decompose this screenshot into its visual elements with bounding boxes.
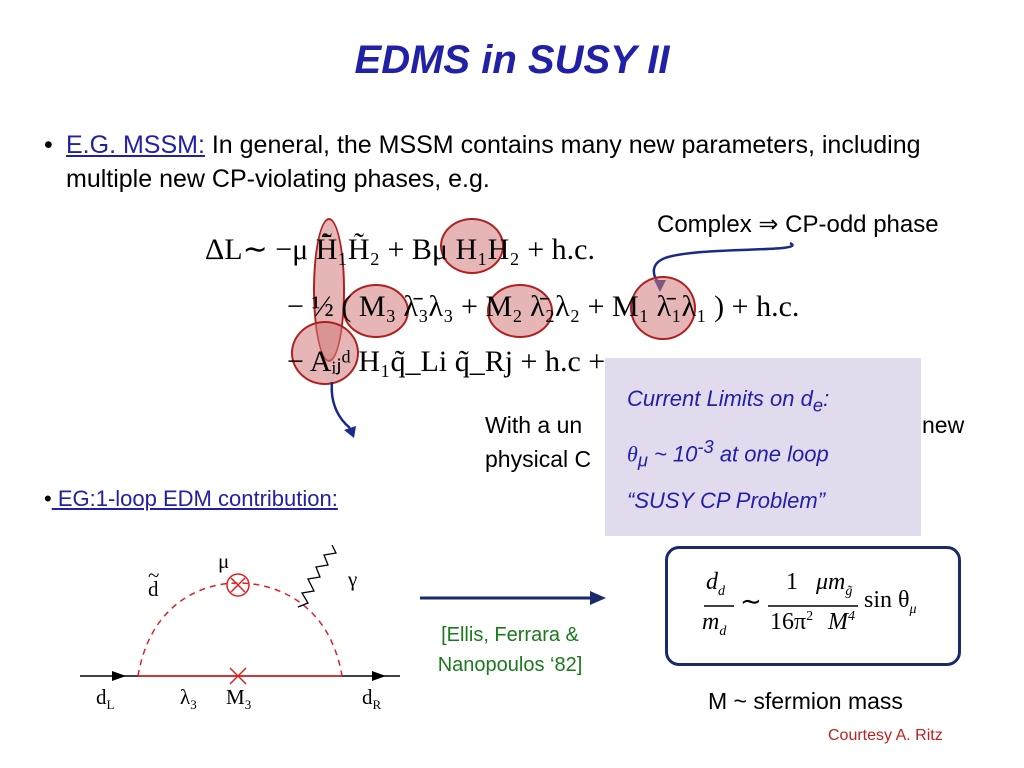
- limits-line-1: Current Limits on de:: [627, 386, 830, 416]
- m-sfermion-note: M ~ sfermion mass: [708, 688, 903, 714]
- formula-bars-icon: [704, 605, 858, 607]
- oval-m3: [343, 284, 409, 338]
- mu-label: μ: [218, 549, 230, 573]
- d-tilde-label: ~d: [148, 563, 160, 601]
- bullet2-marker: •: [44, 486, 52, 511]
- reference-text: [Ellis, Ferrara & Nanopoulos ‘82]: [405, 620, 615, 680]
- lambda3-label: λ3: [180, 685, 197, 713]
- oval-m2: [487, 284, 553, 338]
- complex-note: Complex ⇒ CP-odd phase: [657, 211, 939, 238]
- mssm-link[interactable]: E.G. MSSM:: [66, 131, 205, 159]
- slide-title: EDMS in SUSY II: [354, 38, 670, 82]
- lagrangian-equation: ΔL∼ −μ H̄̃₁H̃₂ + Bμ H₁H₂ + h.c. − ½ ( M₃…: [205, 218, 875, 386]
- formula-M4: M4: [828, 609, 855, 635]
- oval-aij: [291, 321, 359, 385]
- with-line-1-end: new: [922, 412, 965, 438]
- limits-box: Current Limits on de: θμ ~ 10-3 at one l…: [605, 358, 921, 536]
- formula-den: 16π2: [770, 609, 814, 635]
- courtesy-note: Courtesy A. Ritz: [828, 727, 943, 744]
- reference-line-2: Nanopoulos ‘82]: [437, 654, 583, 676]
- result-arrow-icon: [420, 591, 606, 605]
- bullet-text: E.G. MSSM: In general, the MSSM contains…: [66, 128, 966, 196]
- dL-label: dL: [96, 685, 115, 713]
- oval-bmu: [440, 218, 504, 274]
- limits-line-2: θμ ~ 10-3 at one loop: [627, 436, 829, 471]
- bullet-edm: • EG:1-loop EDM contribution:: [44, 486, 338, 512]
- edm-formula: dd md ∼ 1 μmg̃ 16π2 M4 sin θμ: [665, 546, 961, 666]
- diagram-lines-icon: [80, 545, 400, 685]
- formula-lhs-num: dd: [706, 569, 725, 599]
- equation-line-1: ΔL∼ −μ H̄̃₁H̃₂ + Bμ H₁H₂ + h.c.: [205, 233, 595, 266]
- equation-line-2: − ½ ( M₃ λ̄₃λ₃ + M₂ λ̄₂λ₂ + M₁ λ̄₁λ₁ ) +…: [287, 290, 800, 323]
- limits-line-3: “SUSY CP Problem”: [627, 488, 826, 513]
- formula-one: 1: [786, 569, 798, 595]
- bullet-marker: •: [44, 131, 53, 159]
- formula-lhs-den: md: [702, 609, 727, 639]
- edm-link[interactable]: EG:1-loop EDM contribution:: [51, 486, 338, 511]
- equation-line-3: − Aᵢⱼᵈ H₁q̃_Li q̃_Rj + h.c + ⋯: [287, 345, 643, 378]
- with-line-1: With a un: [485, 412, 583, 438]
- formula-sim: ∼: [740, 587, 762, 616]
- M3-label: M3: [226, 685, 252, 713]
- oval-m1: [630, 276, 696, 340]
- reference-line-1: [Ellis, Ferrara &: [441, 624, 579, 646]
- formula-sin: sin θμ: [864, 587, 917, 617]
- gamma-label: γ: [348, 567, 358, 591]
- with-line-2: physical C: [485, 446, 592, 472]
- formula-mu-m: μmg̃: [816, 569, 853, 599]
- mssm-description: In general, the MSSM contains many new p…: [66, 131, 921, 193]
- feynman-diagram: μ ~d γ dL λ3 M3 dR: [80, 545, 410, 725]
- with-text: With a un new physical C: [485, 408, 964, 476]
- aij-arrow-icon: [330, 381, 356, 438]
- dR-label: dR: [362, 685, 382, 713]
